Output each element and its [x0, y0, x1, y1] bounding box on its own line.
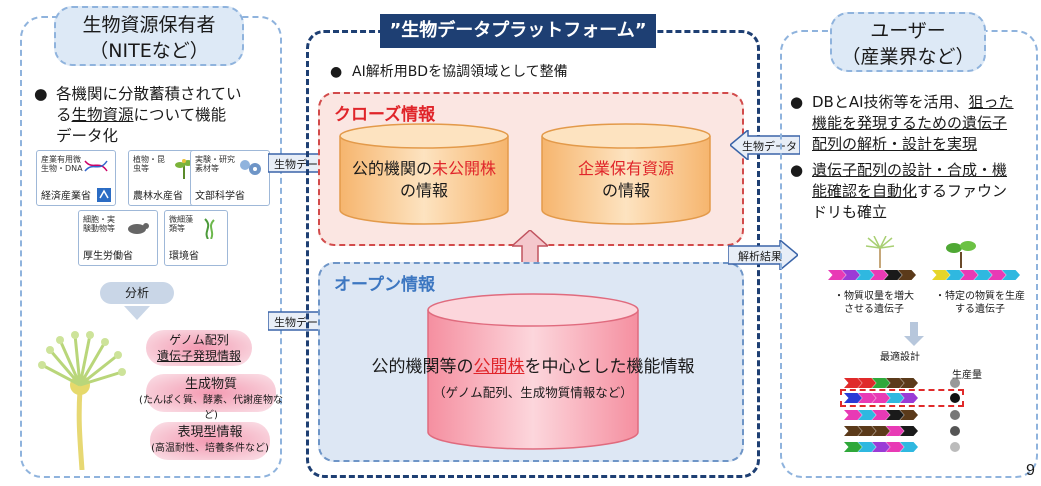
ministry-box-mext: 実験・研究素材等 文部科学省: [190, 150, 270, 206]
meti-logo-icon: [97, 188, 111, 202]
dna-icon: [84, 160, 108, 172]
production-label: 生産量: [952, 370, 982, 381]
gene-seq-right: [932, 270, 1032, 282]
gene-left-caption: ・物質収量を増大 させる遺伝子: [834, 291, 914, 315]
right-bullet-2: ● 遺伝子配列の設計・合成・機 能確認を自動化するファウン ドリも確立: [790, 161, 1008, 221]
ministry-box-meti: 産業有用微生物・DNA 経済産業省: [36, 150, 116, 206]
right-bullet-1: ● DBとAI技術等を活用、狙った 機能を発現するための遺伝子 配列の解析・設計…: [790, 93, 1014, 153]
lab-cells-icon: [240, 160, 261, 175]
left-bullet-line1: 各機関に分散蓄積されてい: [56, 85, 242, 103]
right-panel-title: ユーザー （産業界など）: [830, 12, 986, 72]
right-title-line2: （産業界など）: [841, 46, 975, 68]
fungus-illustration: [38, 331, 126, 470]
left-title-line1: 生物資源保有者: [82, 14, 216, 36]
page-number: 9: [1026, 462, 1035, 479]
open-main-text: 公的機関等の公開株を中心とした機能情報: [371, 357, 695, 377]
gene-right-caption: ・特定の物質を生産 する遺伝子: [935, 291, 1025, 315]
ministry-box-moe: 微細藻類等 環境省: [164, 210, 228, 266]
down-arrow-to-design: [904, 322, 924, 346]
closed-cylinder-left: [339, 123, 509, 225]
best-design-highlight: [840, 389, 964, 407]
design-rows: [840, 378, 974, 458]
open-cylinder: [427, 293, 639, 450]
gene-seq-left: [828, 270, 928, 282]
sprout-icon-left: [865, 236, 895, 268]
ministry-box-mhlw: 細胞・実験動物等 厚生労働省: [78, 210, 158, 266]
plant-icon: [175, 159, 193, 179]
bio-resource-underlined: 生物資源: [71, 106, 134, 124]
algae-icon: [204, 218, 215, 239]
animal-icon: [128, 223, 149, 234]
analysis-pill: 分析: [100, 282, 174, 304]
info-products: 生成物質 (たんぱく質、酵素、代謝産物など): [139, 374, 283, 421]
open-info-title: オープン情報: [334, 275, 435, 295]
platform-bullet: ● AI解析用BDを協調領域として整備: [330, 64, 568, 80]
open-sub-text: （ゲノム配列、生成物質情報など）: [433, 385, 633, 400]
closed-left-text: 公的機関の未公開株 の情報: [351, 159, 497, 200]
info-genome: ゲノム配列 遺伝子発現情報: [146, 330, 252, 366]
left-bullet: ● 各機関に分散蓄積されてい る生物資源について機能 データ化: [34, 85, 242, 145]
left-title-line2: （NITEなど）: [89, 40, 209, 62]
right-title-line1: ユーザー: [870, 20, 946, 42]
sprout-icon-right: [946, 241, 976, 268]
closed-right-text: 企業保有資源 の情報: [577, 159, 674, 200]
left-panel-title: 生物資源保有者 （NITEなど）: [54, 6, 244, 66]
analysis-down-arrow: [124, 306, 150, 320]
bio-data-arrow-right: 生物データ: [728, 128, 801, 162]
platform-title: ”生物データプラットフォーム”: [380, 14, 656, 48]
closed-info-title: クローズ情報: [334, 105, 436, 125]
closed-cylinder-right: [541, 123, 711, 225]
info-phenotype: 表現型情報 (高温耐性、培養条件など): [150, 422, 270, 460]
optimal-design-label: 最適設計: [880, 352, 920, 363]
